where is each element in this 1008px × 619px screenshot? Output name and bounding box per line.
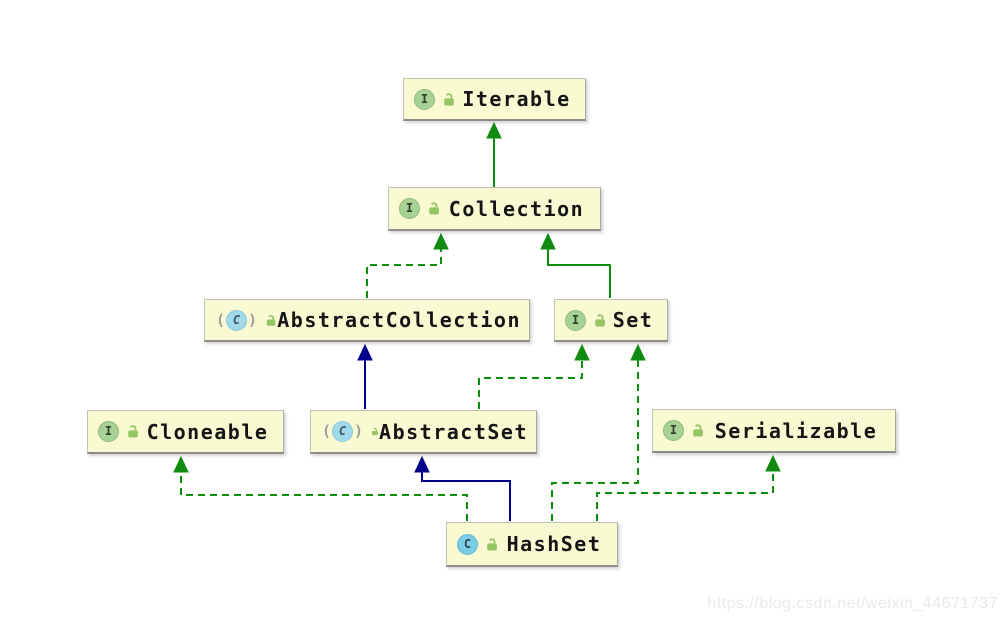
- lock-icon: [429, 202, 439, 215]
- node-label: HashSet: [506, 532, 602, 556]
- node-label: Cloneable: [146, 419, 269, 444]
- node-set[interactable]: I Set: [554, 299, 668, 342]
- lock-icon: [595, 313, 605, 326]
- interface-icon: I: [663, 420, 684, 441]
- lock-icon: [693, 424, 703, 437]
- node-label: Serializable: [714, 418, 878, 443]
- node-label: Iterable: [462, 87, 571, 111]
- node-iterable[interactable]: I Iterable: [403, 78, 586, 121]
- node-label: AbstractCollection: [277, 308, 521, 332]
- node-hashset[interactable]: C HashSet: [446, 522, 618, 567]
- lock-icon: [444, 92, 454, 105]
- arrowhead-abstract-set-to-set: [574, 343, 590, 361]
- node-label: Collection: [448, 196, 585, 221]
- arrowhead-hashset-to-cloneable: [173, 455, 189, 473]
- arrowhead-abstract-set-to-abstract-collection: [357, 343, 373, 361]
- edge-set-to-collection: [547, 247, 611, 298]
- lock-icon: [128, 425, 138, 438]
- arrowhead-collection-to-iterable: [486, 121, 502, 139]
- edge-abstract-collection-to-collection: [366, 247, 442, 298]
- node-abstract-collection[interactable]: (C) AbstractCollection: [204, 299, 530, 342]
- node-serializable[interactable]: I Serializable: [652, 409, 896, 453]
- lock-icon: [266, 314, 276, 326]
- interface-icon: I: [399, 198, 420, 219]
- node-abstract-set[interactable]: (C) AbstractSet: [310, 410, 537, 454]
- watermark: https://blog.csdn.net/weixin_44671737: [707, 595, 998, 612]
- edge-hashset-to-serializable: [596, 469, 774, 521]
- abstract-class-icon: (C): [322, 421, 364, 442]
- arrowhead-hashset-to-serializable: [765, 454, 781, 472]
- interface-icon: I: [414, 88, 435, 110]
- arrowhead-hashset-to-abstract-set: [414, 455, 430, 473]
- node-label: AbstractSet: [379, 419, 528, 444]
- interface-icon: I: [565, 309, 586, 331]
- node-label: Set: [612, 308, 654, 332]
- edge-abstract-set-to-set: [478, 358, 583, 409]
- lock-icon: [371, 427, 378, 436]
- edge-hashset-to-abstract-set: [421, 470, 511, 521]
- abstract-class-icon: (C): [216, 309, 258, 331]
- edge-hashset-to-cloneable: [180, 470, 468, 521]
- interface-icon: I: [98, 421, 119, 442]
- class-icon: C: [457, 533, 478, 555]
- arrowhead-hashset-to-set: [630, 343, 646, 361]
- arrowhead-set-to-collection: [540, 232, 556, 250]
- node-cloneable[interactable]: I Cloneable: [87, 410, 284, 454]
- arrowhead-abstract-collection-to-collection: [433, 232, 449, 250]
- node-collection[interactable]: I Collection: [388, 187, 601, 231]
- edge-hashset-to-set: [551, 358, 639, 521]
- lock-icon: [487, 537, 497, 550]
